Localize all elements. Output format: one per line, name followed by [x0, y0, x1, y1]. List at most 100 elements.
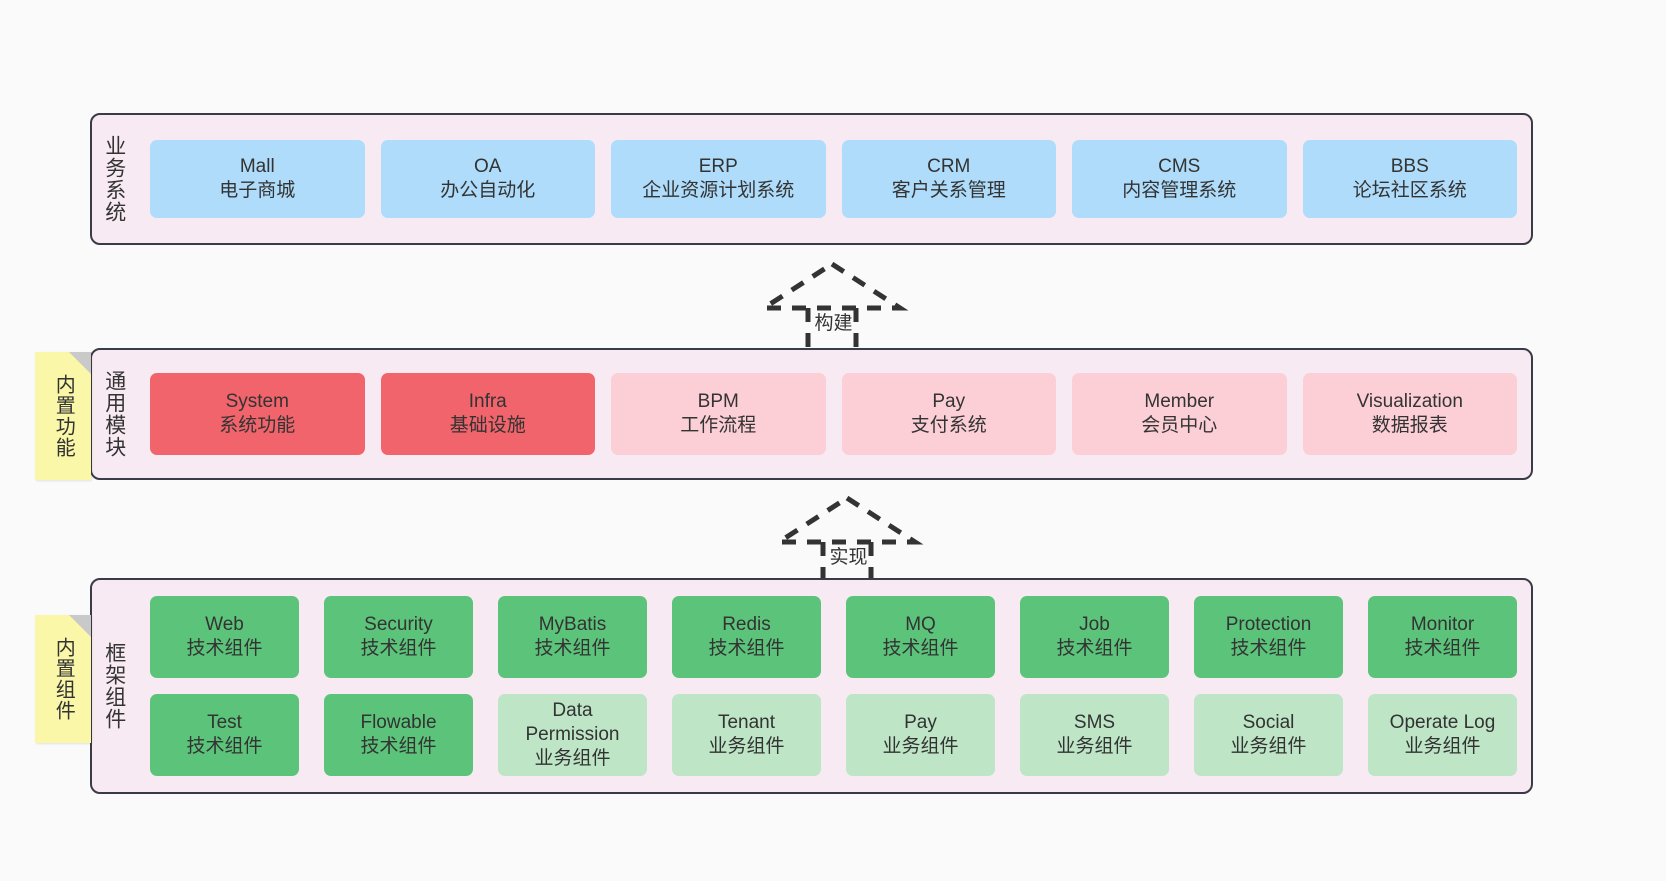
box-subtitle: 技术组件 [708, 638, 785, 659]
framework-box-mq[interactable]: MQ 技术组件 [846, 596, 995, 678]
sticky-note-builtin-features: 内置功能 [35, 352, 91, 480]
box-subtitle: 技术组件 [1404, 638, 1481, 659]
box-subtitle: 业务组件 [534, 747, 611, 769]
box-subtitle: 技术组件 [1056, 638, 1133, 659]
business-system-label: 业务系统 [102, 135, 126, 223]
box-subtitle: 业务组件 [1404, 736, 1481, 757]
box-title: Pay [904, 712, 937, 734]
common-module-items: System 系统功能 Infra 基础设施 BPM 工作流程 Pay 支付系统… [136, 350, 1531, 478]
framework-box-test[interactable]: Test 技术组件 [150, 694, 299, 776]
box-subtitle: 业务组件 [708, 736, 785, 757]
box-title: Test [207, 712, 242, 734]
framework-box-mybatis[interactable]: MyBatis 技术组件 [498, 596, 647, 678]
box-title: MyBatis [538, 614, 607, 636]
framework-box-security[interactable]: Security 技术组件 [324, 596, 473, 678]
connector-implement-label: 实现 [829, 547, 868, 568]
box-title: Social [1242, 712, 1295, 734]
box-subtitle: 技术组件 [186, 736, 263, 757]
module-box-system[interactable]: System 系统功能 [150, 373, 365, 455]
box-subtitle: 工作流程 [680, 415, 757, 436]
framework-components-items: Web 技术组件 Security 技术组件 MyBatis 技术组件 Redi… [136, 580, 1531, 792]
box-subtitle: 系统功能 [219, 415, 296, 436]
business-box-crm[interactable]: CRM 客户关系管理 [841, 140, 1056, 218]
framework-box-operate-log[interactable]: Operate Log 业务组件 [1368, 694, 1517, 776]
sticky-note-label: 内置组件 [52, 637, 75, 721]
box-title: BPM [697, 391, 739, 413]
connector-implement-arrow [770, 495, 924, 589]
box-title: MQ [905, 614, 936, 636]
box-subtitle: 业务组件 [882, 736, 959, 757]
sticky-note-builtin-components: 内置组件 [35, 615, 91, 743]
box-subtitle: 电子商城 [219, 180, 296, 201]
module-box-pay[interactable]: Pay 支付系统 [841, 373, 1056, 455]
framework-box-sms[interactable]: SMS 业务组件 [1020, 694, 1169, 776]
common-module-section: 通用模块 System 系统功能 Infra 基础设施 BPM 工作流程 Pay… [90, 348, 1533, 480]
framework-box-web[interactable]: Web 技术组件 [150, 596, 299, 678]
box-title: Monitor [1410, 614, 1475, 636]
box-title: Member [1144, 391, 1215, 413]
box-title: Data Permission [525, 700, 620, 746]
business-box-mall[interactable]: Mall 电子商城 [150, 140, 365, 218]
business-box-oa[interactable]: OA 办公自动化 [380, 140, 595, 218]
box-title: System [225, 391, 289, 413]
business-box-cms[interactable]: CMS 内容管理系统 [1072, 140, 1287, 218]
box-title: Tenant [717, 712, 776, 734]
connector-implement: 实现 [767, 492, 927, 589]
box-subtitle: 企业资源计划系统 [642, 180, 795, 201]
business-box-bbs[interactable]: BBS 论坛社区系统 [1302, 140, 1517, 218]
connector-build: 构建 [752, 258, 912, 355]
sticky-note-label: 内置功能 [52, 374, 75, 458]
module-box-visualization[interactable]: Visualization 数据报表 [1302, 373, 1517, 455]
module-box-member[interactable]: Member 会员中心 [1072, 373, 1287, 455]
framework-box-protection[interactable]: Protection 技术组件 [1194, 596, 1343, 678]
box-title: Redis [722, 614, 771, 636]
common-module-label: 通用模块 [102, 370, 126, 458]
framework-components-label: 框架组件 [102, 642, 126, 730]
box-title: Job [1079, 614, 1110, 636]
business-box-erp[interactable]: ERP 企业资源计划系统 [611, 140, 826, 218]
box-subtitle: 技术组件 [882, 638, 959, 659]
box-title: BBS [1390, 156, 1429, 178]
box-subtitle: 支付系统 [910, 415, 987, 436]
framework-box-pay[interactable]: Pay 业务组件 [846, 694, 995, 776]
box-title: Mall [239, 156, 275, 178]
framework-box-tenant[interactable]: Tenant 业务组件 [672, 694, 821, 776]
box-title: CRM [927, 156, 971, 178]
framework-box-redis[interactable]: Redis 技术组件 [672, 596, 821, 678]
box-title: Protection [1225, 614, 1312, 636]
module-box-infra[interactable]: Infra 基础设施 [380, 373, 595, 455]
business-system-section: 业务系统 Mall 电子商城 OA 办公自动化 ERP 企业资源计划系统 CRM… [90, 113, 1533, 245]
box-subtitle: 业务组件 [1056, 736, 1133, 757]
box-subtitle: 技术组件 [534, 638, 611, 659]
box-title: Operate Log [1389, 712, 1496, 734]
box-subtitle: 技术组件 [186, 638, 263, 659]
box-title: Visualization [1356, 391, 1463, 413]
framework-box-flowable[interactable]: Flowable 技术组件 [324, 694, 473, 776]
box-subtitle: 内容管理系统 [1122, 180, 1237, 201]
box-subtitle: 数据报表 [1371, 415, 1448, 436]
box-title: SMS [1073, 712, 1116, 734]
box-subtitle: 业务组件 [1230, 736, 1307, 757]
framework-box-data-permission[interactable]: Data Permission 业务组件 [498, 694, 647, 776]
business-system-items: Mall 电子商城 OA 办公自动化 ERP 企业资源计划系统 CRM 客户关系… [136, 115, 1531, 243]
box-subtitle: 客户关系管理 [891, 180, 1006, 201]
box-subtitle: 论坛社区系统 [1352, 180, 1467, 201]
box-subtitle: 技术组件 [1230, 638, 1307, 659]
box-subtitle: 技术组件 [360, 736, 437, 757]
framework-box-social[interactable]: Social 业务组件 [1194, 694, 1343, 776]
box-title: Security [364, 614, 433, 636]
box-subtitle: 基础设施 [449, 415, 526, 436]
box-title: ERP [698, 156, 738, 178]
connector-build-label: 构建 [814, 313, 853, 334]
box-title: Web [205, 614, 244, 636]
box-title: Flowable [360, 712, 437, 734]
connector-build-arrow [755, 261, 909, 355]
framework-box-job[interactable]: Job 技术组件 [1020, 596, 1169, 678]
framework-box-monitor[interactable]: Monitor 技术组件 [1368, 596, 1517, 678]
box-title: Infra [468, 391, 507, 413]
box-title: CMS [1158, 156, 1201, 178]
framework-components-section: 框架组件 Web 技术组件 Security 技术组件 MyBatis 技术组件… [90, 578, 1533, 794]
module-box-bpm[interactable]: BPM 工作流程 [611, 373, 826, 455]
box-subtitle: 技术组件 [360, 638, 437, 659]
box-subtitle: 会员中心 [1141, 415, 1218, 436]
